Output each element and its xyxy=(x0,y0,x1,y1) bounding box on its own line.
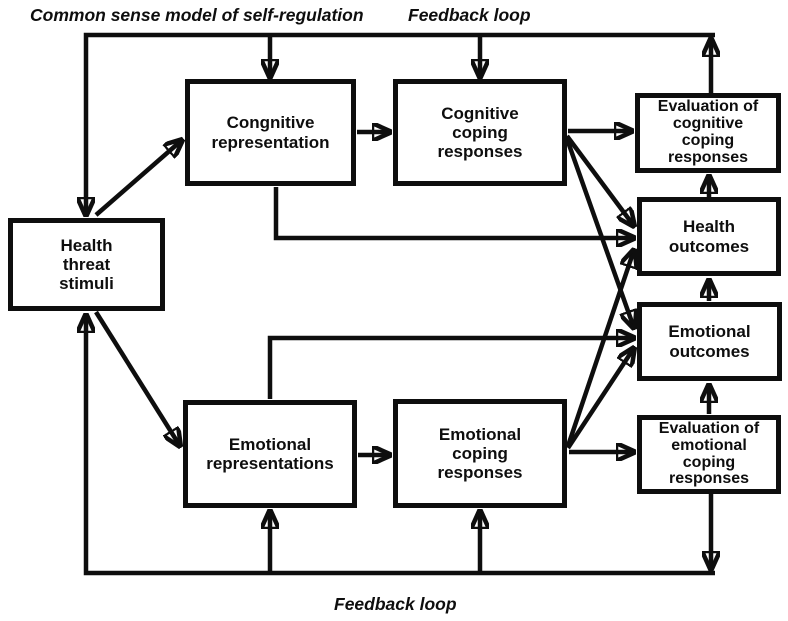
arrow-cognitive-coping-to-emotional-outcomes xyxy=(564,138,634,328)
node-evaluation-of-emotional-coping-responses: Evaluation of emotional coping responses xyxy=(637,415,781,494)
arrow-emotional-coping-to-health-outcomes xyxy=(565,250,634,447)
arrow-health-threat-to-emotional-representations xyxy=(94,310,180,446)
arrow-cognitive-coping-to-health-outcomes xyxy=(565,134,634,226)
arrow-emotional-representations-to-emotional-outcomes xyxy=(267,338,634,399)
feedback-loop-label-bottom: Feedback loop xyxy=(334,594,457,614)
feedback-loop-label-top: Feedback loop xyxy=(408,5,531,25)
node-health-outcomes: Health outcomes xyxy=(637,197,781,276)
arrow-health-threat-to-cognitive-representation xyxy=(94,140,182,217)
arrow-feedback-bottom-to-health-threat xyxy=(86,315,715,576)
node-health-threat-stimuli: Health threat stimuli xyxy=(8,218,165,311)
node-emotional-coping-responses: Emotional coping responses xyxy=(393,399,567,508)
node-emotional-representations: Emotional representations xyxy=(183,400,357,508)
diagram-title: Common sense model of self-regulation xyxy=(30,5,364,25)
arrow-emotional-coping-to-emotional-outcomes xyxy=(566,348,634,450)
arrow-feedback-top-to-health-threat xyxy=(86,32,715,215)
arrow-cognitive-representation-to-health-outcomes xyxy=(273,187,634,238)
node-cognitive-coping-responses: Cognitive coping responses xyxy=(393,79,567,186)
node-cognitive-representation: Congnitive representation xyxy=(185,79,356,186)
node-emotional-outcomes: Emotional outcomes xyxy=(637,302,782,381)
node-evaluation-of-cognitive-coping-responses: Evaluation of cognitive coping responses xyxy=(635,93,781,173)
